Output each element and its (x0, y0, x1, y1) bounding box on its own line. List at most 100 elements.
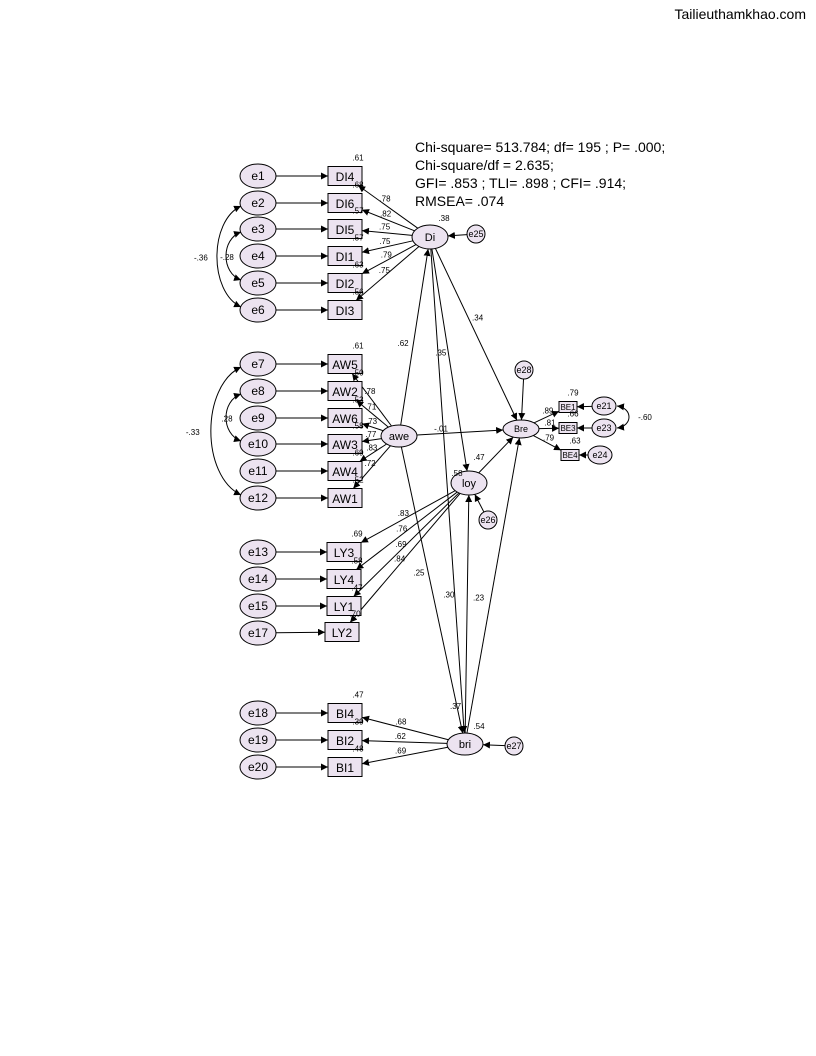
indicator-LY1 (326, 596, 362, 616)
disturbance-path-e26 (474, 494, 485, 513)
indicator-label-DI4: DI4 (336, 170, 355, 184)
indicator-DI3 (327, 300, 363, 320)
structural-path-Di-bri (430, 248, 468, 734)
error-label-e6: e6 (251, 303, 265, 317)
structural-path-Di-Bre (434, 248, 518, 421)
loading-path-AW4 (359, 443, 387, 462)
covariance-e3-e5 (225, 231, 242, 281)
error-label-e7: e7 (251, 357, 265, 371)
latent-label-Bre: Bre (514, 424, 528, 434)
error-label-e10: e10 (248, 437, 268, 451)
indicator-DI2 (327, 273, 363, 293)
loading-LY3: .83 (398, 509, 410, 518)
covariance-e2-e6 (216, 205, 242, 308)
indicator-label-DI3: DI3 (336, 304, 355, 318)
error-path-e17 (275, 628, 326, 636)
error-label-e14: e14 (248, 572, 268, 586)
error-e23 (591, 418, 617, 438)
error-e7 (239, 351, 277, 377)
error-e1 (239, 163, 277, 189)
loading-path-AW3 (361, 436, 382, 444)
error-label-e2: e2 (251, 196, 265, 210)
fit-statistics: Chi-square= 513.784; df= 195 ; P= .000; … (415, 138, 665, 210)
indicator-label-BI4: BI4 (336, 707, 354, 721)
path-coef-loy-Bre: .47 (474, 453, 486, 462)
error-label-e11: e11 (248, 464, 267, 478)
indicator-AW3 (327, 434, 363, 454)
covariance-coef-e2-e6: -.36 (194, 254, 208, 263)
covariance-e7-e12 (210, 366, 242, 496)
loading-path-BE1 (533, 410, 560, 424)
loading-path-LY3 (360, 490, 456, 544)
indicator-AW5 (327, 354, 363, 374)
r2-AW4: .69 (352, 449, 364, 458)
indicator-BI2 (327, 730, 363, 750)
r2-LY3: .69 (351, 530, 363, 539)
loading-BI2: .62 (395, 732, 407, 741)
indicator-DI5 (327, 219, 363, 239)
latent-Di (411, 224, 449, 250)
loading-path-DI4 (357, 185, 419, 229)
loading-path-DI6 (361, 209, 415, 232)
latent-r2-Di: .38 (438, 214, 450, 223)
loading-path-AW1 (352, 445, 391, 489)
loading-path-AW6 (361, 422, 384, 432)
r2-BE4: .63 (569, 437, 581, 446)
disturbance-e27 (504, 736, 524, 756)
r2-DI1: .57 (352, 234, 364, 243)
loading-path-LY2 (349, 493, 461, 623)
error-e20 (239, 754, 277, 780)
indicator-label-DI5: DI5 (336, 223, 355, 237)
r2-AW3: .58 (352, 422, 364, 431)
indicator-AW6 (327, 408, 363, 428)
loading-path-DI1 (361, 240, 414, 255)
loading-DI1: .75 (379, 237, 391, 246)
indicator-DI6 (327, 193, 363, 213)
r2-BI1: .48 (352, 745, 364, 754)
indicator-AW4 (327, 461, 363, 481)
disturbance-label-e27: e27 (506, 741, 521, 751)
loading-DI5: .75 (379, 223, 391, 232)
r2-DI4: .61 (352, 154, 364, 163)
error-label-e24: e24 (592, 450, 607, 460)
error-label-e8: e8 (251, 384, 265, 398)
fit-line-rmsea: RMSEA= .074 (415, 193, 505, 209)
latent-awe (380, 424, 418, 448)
path-coef-awe-bri: .25 (413, 569, 425, 578)
loading-DI6: .82 (380, 209, 392, 218)
loading-path-DI3 (355, 246, 420, 301)
loading-DI4: .78 (379, 195, 391, 204)
indicator-DI1 (327, 246, 363, 266)
error-e21 (591, 396, 617, 416)
error-e19 (239, 727, 277, 753)
error-e10 (239, 431, 277, 457)
indicator-label-AW5: AW5 (332, 358, 358, 372)
error-e6 (239, 297, 277, 323)
disturbance-path-e28 (518, 378, 526, 421)
indicator-label-AW6: AW6 (332, 412, 358, 426)
r2-BI4: .47 (352, 691, 364, 700)
r2-DI2: .63 (352, 261, 364, 270)
covariance-e21-e23 (616, 403, 630, 431)
loading-path-LY1 (353, 492, 460, 597)
loading-BI1: .69 (395, 746, 407, 755)
r2-BE1: .79 (567, 389, 579, 398)
error-e15 (239, 593, 277, 619)
disturbance-e28 (514, 360, 534, 380)
error-e24 (587, 445, 613, 465)
error-label-e12: e12 (248, 491, 268, 505)
path-coef-bri-Bre: .23 (473, 593, 485, 602)
latent-loy (450, 470, 488, 496)
r2-DI3: .56 (352, 288, 364, 297)
latent-Bre (502, 419, 540, 439)
indicator-BE1 (558, 401, 578, 413)
indicator-LY3 (326, 542, 362, 562)
indicator-AW1 (327, 488, 363, 508)
r2-BI2: .39 (352, 718, 364, 727)
error-label-e1: e1 (251, 169, 265, 183)
latent-label-Di: Di (425, 232, 435, 244)
loading-path-DI5 (361, 227, 413, 236)
error-label-e19: e19 (248, 733, 268, 747)
error-label-e18: e18 (248, 706, 268, 720)
